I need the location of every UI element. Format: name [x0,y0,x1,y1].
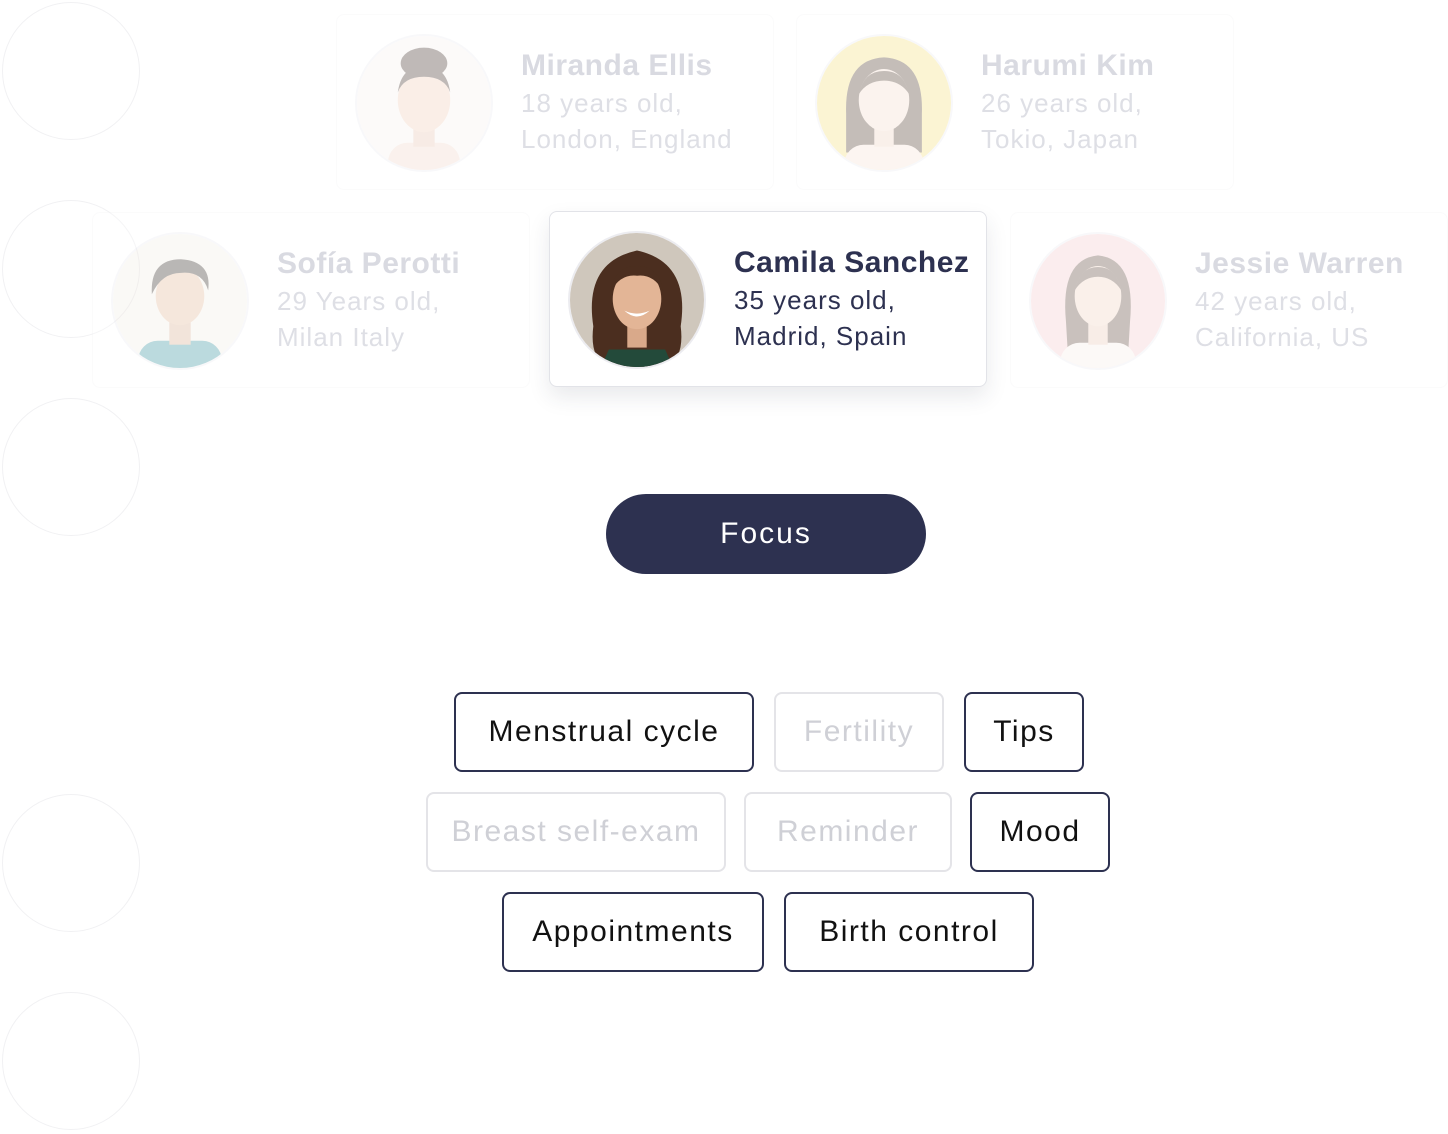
profile-location: London, England [521,124,733,154]
decorative-circle [2,2,140,140]
topic-chip-fertility[interactable]: Fertility [774,692,944,772]
avatar [568,231,706,369]
profile-card-harumi-kim[interactable]: Harumi Kim 26 years old, Tokio, Japan [796,14,1234,190]
profile-age: 42 years old, [1195,286,1357,316]
profile-location: Madrid, Spain [734,321,908,351]
profile-card-sofia-perotti[interactable]: Sofía Perotti 29 Years old, Milan Italy [92,212,530,388]
profile-name: Miranda Ellis [521,49,713,82]
profile-card-camila-sanchez[interactable]: Camila Sanchez 35 years old, Madrid, Spa… [549,211,987,387]
profile-age: 26 years old, [981,88,1143,118]
profile-age: 29 Years old, [277,286,441,316]
focus-button[interactable]: Focus [606,494,926,574]
avatar [1029,232,1167,370]
avatar [815,34,953,172]
profile-age: 35 years old, [734,285,896,315]
decorative-circle [2,992,140,1130]
profile-card-miranda-ellis[interactable]: Miranda Ellis 18 years old, London, Engl… [336,14,774,190]
profile-card-jessie-warren[interactable]: Jessie Warren 42 years old, California, … [1010,212,1448,388]
profile-name: Harumi Kim [981,49,1155,82]
profile-location: Milan Italy [277,322,406,352]
topic-chip-mood[interactable]: Mood [970,792,1110,872]
profile-name: Camila Sanchez [734,246,970,279]
topic-chip-appointments[interactable]: Appointments [502,892,764,972]
topic-chip-tips[interactable]: Tips [964,692,1084,772]
decorative-circle [2,398,140,536]
profile-age: 18 years old, [521,88,683,118]
profile-name: Jessie Warren [1195,247,1404,280]
topic-chip-menstrual-cycle[interactable]: Menstrual cycle [454,692,754,772]
topic-chip-breast-self-exam[interactable]: Breast self-exam [426,792,726,872]
topic-chip-reminder[interactable]: Reminder [744,792,952,872]
profile-location: Tokio, Japan [981,124,1139,154]
avatar [111,232,249,370]
profile-location: California, US [1195,322,1370,352]
topic-chip-birth-control[interactable]: Birth control [784,892,1034,972]
avatar [355,34,493,172]
profile-name: Sofía Perotti [277,247,461,280]
decorative-circle [2,794,140,932]
